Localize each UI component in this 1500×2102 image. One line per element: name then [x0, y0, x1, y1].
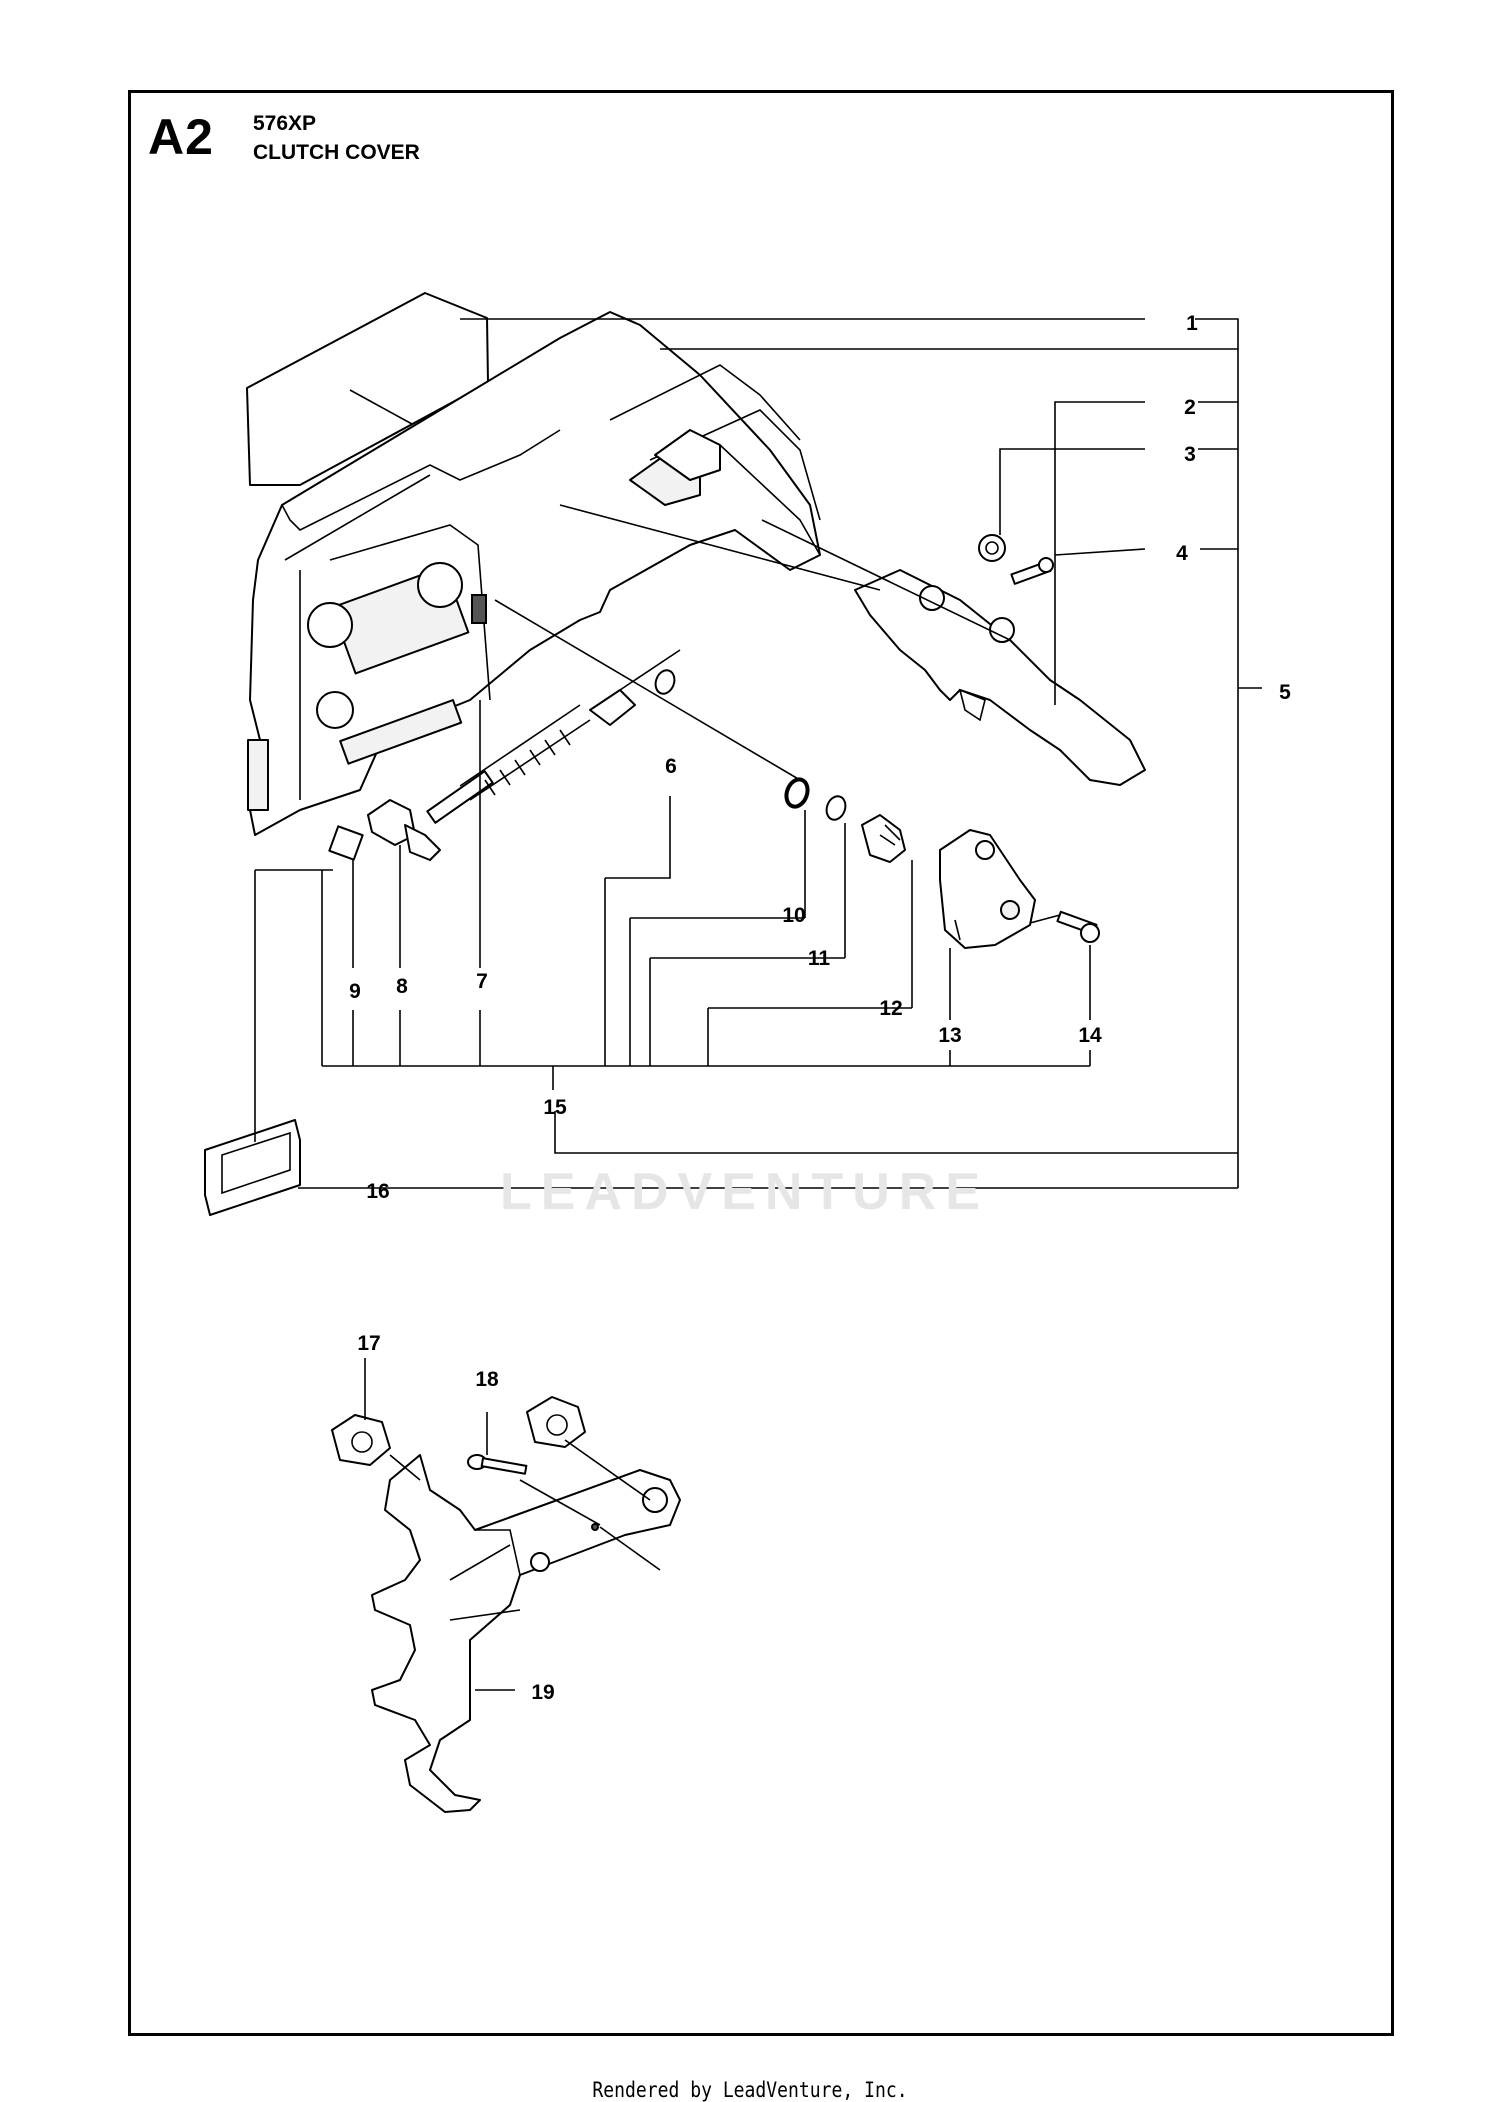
callout-11[interactable]: 11	[807, 947, 831, 970]
callout-15[interactable]: 15	[543, 1096, 567, 1119]
callout-2[interactable]: 2	[1184, 396, 1196, 419]
model-number: 576XP	[253, 112, 317, 135]
callout-18[interactable]: 18	[475, 1368, 499, 1391]
callout-5[interactable]: 5	[1279, 681, 1291, 704]
rubber-buffer-part[interactable]	[204, 1119, 301, 1216]
callout-7[interactable]: 7	[476, 970, 488, 993]
callout-17[interactable]: 17	[357, 1332, 381, 1355]
flange-nut-part[interactable]	[331, 1396, 586, 1466]
spike-bumper-part[interactable]	[371, 1454, 681, 1813]
callout-1[interactable]: 1	[1186, 312, 1198, 335]
cover-plate-part[interactable]	[939, 829, 1036, 949]
leader-lines	[254, 318, 1262, 1691]
callout-13[interactable]: 13	[938, 1024, 962, 1047]
sleeve-part[interactable]	[978, 534, 1006, 562]
o-ring-part[interactable]	[783, 776, 811, 809]
callout-9[interactable]: 9	[349, 980, 361, 1003]
washer-part-11[interactable]	[823, 794, 848, 823]
callout-6[interactable]: 6	[665, 755, 677, 778]
diagram-title: CLUTCH COVER	[253, 141, 420, 164]
tensioner-screw-part[interactable]	[426, 649, 681, 824]
nut-part-9[interactable]	[328, 825, 364, 861]
screw-part-4[interactable]	[1010, 557, 1054, 585]
callout-10[interactable]: 10	[782, 904, 806, 927]
callout-3[interactable]: 3	[1184, 443, 1196, 466]
washer-part-6[interactable]	[652, 668, 677, 697]
callout-14[interactable]: 14	[1078, 1024, 1102, 1047]
callout-19[interactable]: 19	[531, 1681, 555, 1704]
sprocket-part[interactable]	[861, 814, 906, 863]
guide-plate-part[interactable]	[854, 569, 1146, 786]
screw-part-18[interactable]	[467, 1454, 528, 1475]
callout-12[interactable]: 12	[879, 997, 903, 1020]
footer-credit: Rendered by LeadVenture, Inc.	[592, 2078, 908, 2102]
diagram-frame	[128, 90, 1394, 2036]
callout-4[interactable]: 4	[1176, 542, 1188, 565]
watermark-text: LEADVENTURE	[500, 1163, 990, 1221]
callout-16[interactable]: 16	[366, 1180, 390, 1203]
callout-8[interactable]: 8	[396, 975, 408, 998]
section-code: A2	[148, 109, 214, 165]
tensioner-nut-part[interactable]	[367, 799, 441, 861]
clutch-cover-body[interactable]	[247, 311, 821, 836]
screw-part-14[interactable]	[1056, 910, 1100, 943]
